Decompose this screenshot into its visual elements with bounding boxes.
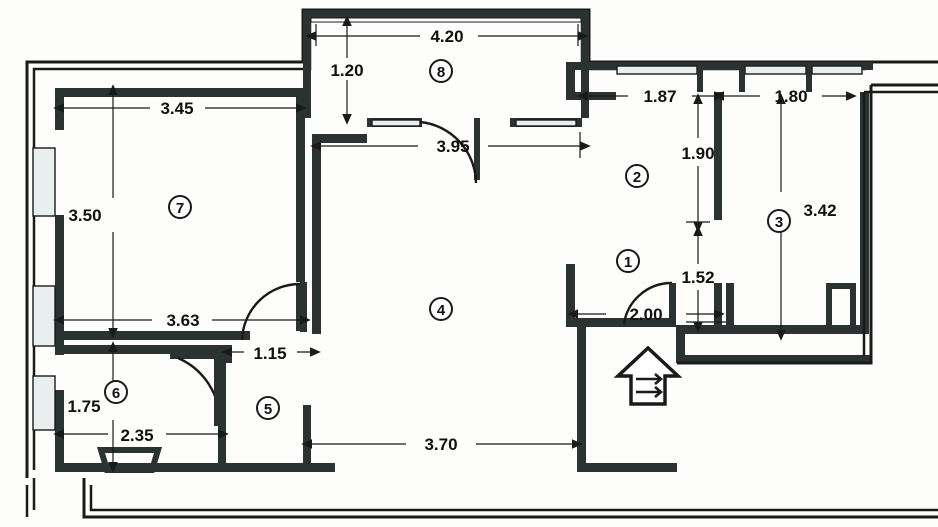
window-top-c (811, 65, 863, 75)
dim-label-1-20: 1.20 (330, 61, 363, 80)
dim-label-1-90: 1.90 (681, 144, 714, 163)
room-badge-2: 2 (625, 164, 649, 188)
wall-room7-top (55, 88, 305, 97)
wall-room5-right (303, 405, 311, 467)
balcony-left-wall (303, 10, 311, 118)
window-mullion-right (739, 62, 745, 92)
wall-partition-1-3-lower-b (726, 283, 734, 330)
dimtick-4-20 (315, 24, 579, 46)
dim-label-2-35: 2.35 (120, 426, 153, 445)
room-badge-6: 6 (104, 380, 128, 404)
frame-right-inner (862, 90, 938, 356)
outer-wall-bottom (82, 478, 938, 519)
wall-room4-right-upper (566, 264, 575, 324)
room-number-badges: 1 2 3 4 5 6 7 8 (104, 59, 791, 420)
room-number-6: 6 (112, 385, 120, 402)
dim-label-3-45: 3.45 (160, 99, 193, 118)
wall-room4-bottom-right (577, 463, 677, 472)
wall-top-right-jog (566, 62, 575, 100)
dimension-lines (64, 24, 846, 462)
room-number-8: 8 (437, 64, 445, 81)
wall-room6-top (55, 345, 230, 354)
window-balcony-right (515, 119, 577, 127)
wall-partition-1-3-lower (714, 283, 722, 330)
wall-top-right (566, 62, 873, 70)
wall-room4-top-left (312, 134, 367, 143)
balcony-rail (310, 17, 582, 23)
dim-label-1-52: 1.52 (681, 268, 714, 287)
wall-room4-right-lower (577, 327, 586, 472)
dim-label-3-42: 3.42 (803, 201, 836, 220)
room-badge-1: 1 (616, 249, 640, 273)
dim-label-1-75: 1.75 (67, 397, 100, 416)
outer-wall-bottom-inner (89, 485, 938, 512)
window-mullion-far (806, 62, 812, 92)
closet-top (826, 283, 856, 289)
room-number-3: 3 (775, 214, 783, 231)
window-top-b (744, 65, 807, 75)
room-number-5: 5 (264, 401, 272, 418)
dim-label-4-20: 4.20 (430, 27, 463, 46)
window-left-lower (32, 375, 56, 431)
entrance-arrow-inner-1 (636, 373, 664, 385)
outer-frame-right (677, 60, 938, 365)
frame-right-outer (677, 83, 938, 365)
wall-room7-left-lower (55, 215, 64, 325)
entrance-arrow (613, 345, 683, 406)
wall-room4-left (312, 134, 321, 334)
room-number-2: 2 (633, 169, 641, 186)
wall-room7-right-mid (296, 134, 305, 282)
closet-left (826, 283, 832, 325)
outer-wall-left-foot (25, 478, 36, 517)
dim-label-1-87: 1.87 (643, 87, 676, 106)
windows (32, 65, 863, 431)
entrance-arrow-outline (613, 345, 683, 406)
room-number-4: 4 (437, 302, 446, 319)
dim-label-2-00: 2.00 (629, 305, 662, 324)
wall-room3-bottom-left-jog (676, 325, 685, 363)
window-top-a (616, 65, 698, 75)
window-left-upper (32, 147, 56, 217)
dim-label-3-50: 3.50 (68, 206, 101, 225)
room-number-7: 7 (176, 200, 184, 217)
wall-room3-bottom (676, 325, 869, 334)
entrance-arrow-inner-2 (636, 386, 664, 398)
dim-label-1-80: 1.80 (774, 87, 807, 106)
room-badge-3: 3 (767, 209, 791, 233)
wall-room6-left (55, 390, 64, 470)
door-leaf-room-5 (214, 356, 222, 426)
wall-bottom-left (55, 463, 335, 472)
wall-room6-top-stub (170, 352, 230, 359)
balcony-top-wall (303, 10, 589, 18)
room-badge-5: 5 (256, 396, 280, 420)
closet-right (850, 283, 856, 325)
room-badge-4: 4 (429, 297, 453, 321)
wall-room7-left-upper (55, 88, 64, 130)
room-badge-8: 8 (429, 59, 453, 83)
wall-partition-2-3-upper (714, 92, 722, 220)
dim-label-3-63: 3.63 (166, 311, 199, 330)
dim-label-1-15: 1.15 (253, 344, 286, 363)
door-leaf-entry (669, 283, 676, 327)
dim-label-3-70: 3.70 (424, 435, 457, 454)
door-leaf-room-7 (300, 282, 307, 332)
window-mullion-left (697, 62, 703, 92)
dim-label-3-95: 3.95 (436, 137, 469, 156)
room-number-1: 1 (624, 254, 632, 271)
window-balcony-left (371, 119, 421, 127)
wall-room7-right-upper (296, 88, 305, 134)
dimension-labels: 4.20 1.20 3.45 3.50 3.63 1.15 1.75 2.35 … (67, 27, 836, 454)
window-left-mid (32, 285, 56, 347)
wall-room3-bottom-outer (676, 355, 871, 363)
room-badge-7: 7 (168, 195, 192, 219)
wall-room7-bottom (55, 331, 250, 340)
